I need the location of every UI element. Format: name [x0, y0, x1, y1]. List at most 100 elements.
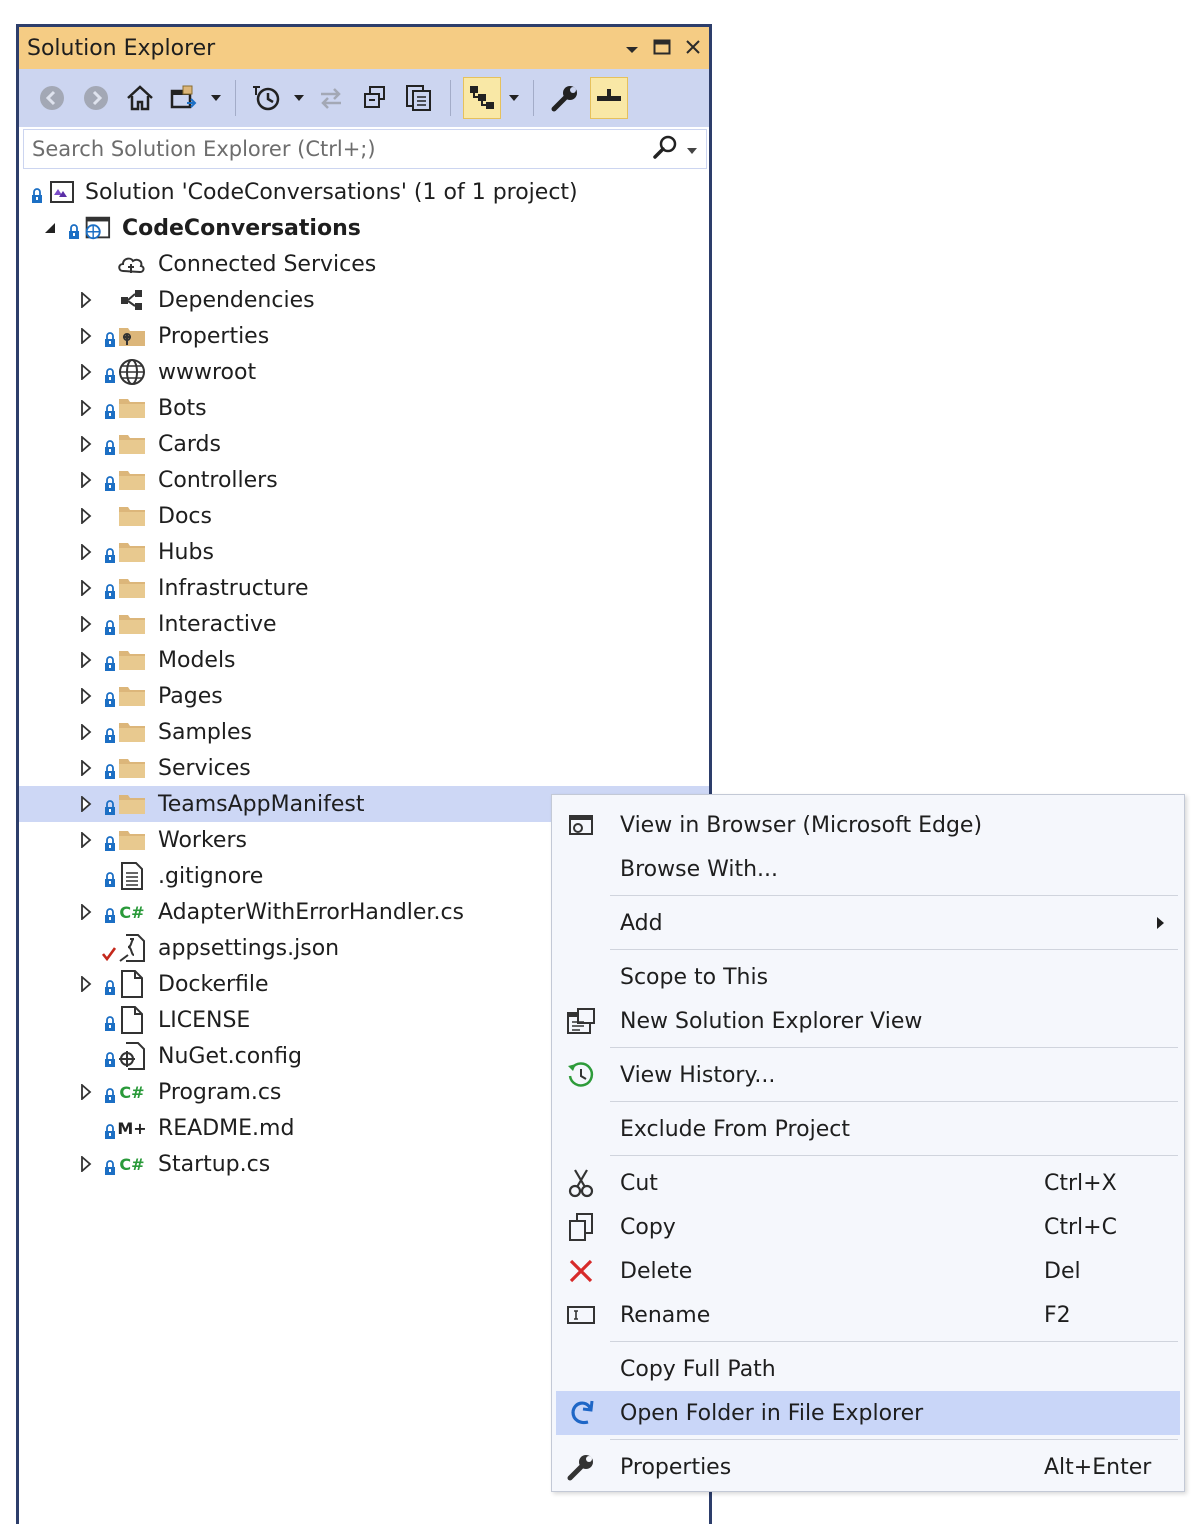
properties-button[interactable] [546, 77, 584, 119]
tree-item[interactable]: Pages [19, 678, 709, 714]
home-icon [127, 85, 153, 111]
collapse-all-button[interactable] [356, 77, 394, 119]
expand-arrow-icon[interactable] [79, 832, 93, 848]
tree-item[interactable]: Controllers [19, 462, 709, 498]
menu-item-new-solution-explorer-view[interactable]: New Solution Explorer View [556, 999, 1180, 1043]
toolbar-separator [235, 80, 236, 116]
back-button[interactable] [33, 77, 71, 119]
tree-item-label: Dependencies [158, 287, 315, 313]
menu-item-view-history[interactable]: View History... [556, 1053, 1180, 1097]
search-box[interactable] [23, 129, 707, 169]
tree-item[interactable]: C#AdapterWithErrorHandler.cs [19, 894, 709, 930]
expand-arrow-icon[interactable] [79, 1156, 93, 1172]
clock-filter-icon [253, 86, 280, 111]
menu-item-open-folder-in-file-explorer[interactable]: Open Folder in File Explorer [556, 1391, 1180, 1435]
expand-arrow-icon[interactable] [79, 436, 93, 452]
menu-item-shortcut: Ctrl+C [1044, 1214, 1117, 1240]
tree-item[interactable]: M+ README.md [19, 1110, 709, 1146]
tree-item[interactable]: C#Program.cs [19, 1074, 709, 1110]
expand-arrow-icon[interactable] [79, 976, 93, 992]
search-input[interactable] [24, 136, 634, 162]
pending-changes-filter-button[interactable] [248, 77, 286, 119]
track-active-item-button[interactable] [463, 77, 501, 119]
tree-item[interactable]: Bots [19, 390, 709, 426]
menu-item-label: Add [620, 910, 663, 936]
tree-item[interactable]: .gitignore [19, 858, 709, 894]
tree-item[interactable]: appsettings.json [19, 930, 709, 966]
tree-item[interactable]: Docs [19, 498, 709, 534]
tree-item[interactable]: CodeConversations [19, 210, 709, 246]
expand-arrow-icon[interactable] [79, 472, 93, 488]
close-icon[interactable] [685, 36, 701, 61]
tree-item[interactable]: Dependencies [19, 282, 709, 318]
expand-arrow-icon[interactable] [79, 544, 93, 560]
search-icon[interactable] [652, 133, 680, 165]
copy-icon [564, 1210, 598, 1244]
expand-arrow-icon[interactable] [79, 292, 93, 308]
menu-item-add[interactable]: Add [556, 901, 1180, 945]
menu-item-exclude-from-project[interactable]: Exclude From Project [556, 1107, 1180, 1151]
menu-item-scope-to-this[interactable]: Scope to This [556, 955, 1180, 999]
expand-arrow-icon[interactable] [79, 328, 93, 344]
expand-arrow-icon[interactable] [79, 1084, 93, 1100]
expand-arrow-icon[interactable] [79, 688, 93, 704]
tree-item[interactable]: Properties [19, 318, 709, 354]
expand-arrow-icon[interactable] [79, 904, 93, 920]
tree-item[interactable]: LICENSE [19, 1002, 709, 1038]
tree-item[interactable]: Hubs [19, 534, 709, 570]
tree-item[interactable]: wwwroot [19, 354, 709, 390]
expand-arrow-icon[interactable] [79, 400, 93, 416]
home-button[interactable] [121, 77, 159, 119]
sync-with-active-document-button[interactable] [312, 77, 350, 119]
expand-arrow-icon[interactable] [79, 616, 93, 632]
tree-item[interactable]: NuGet.config [19, 1038, 709, 1074]
tree-item[interactable]: Services [19, 750, 709, 786]
expand-arrow-icon[interactable] [79, 724, 93, 740]
source-control-lock-icon [104, 545, 116, 563]
tree-item[interactable]: Connected Services [19, 246, 709, 282]
tree-item[interactable]: Workers [19, 822, 709, 858]
expand-arrow-icon[interactable] [79, 652, 93, 668]
preview-selected-items-button[interactable] [590, 77, 628, 119]
maximize-icon[interactable] [653, 36, 671, 61]
browser-icon [564, 808, 598, 842]
tree-item[interactable]: Models [19, 642, 709, 678]
expand-arrow-icon[interactable] [79, 580, 93, 596]
tree-item[interactable]: Samples [19, 714, 709, 750]
expand-arrow-icon[interactable] [79, 508, 93, 524]
show-all-files-button[interactable] [400, 77, 438, 119]
menu-item-browse-with[interactable]: Browse With... [556, 847, 1180, 891]
menu-separator [610, 1341, 1178, 1342]
switch-views-dropdown[interactable] [209, 77, 223, 119]
switch-views-button[interactable] [165, 77, 203, 119]
menu-item-copy-full-path[interactable]: Copy Full Path [556, 1347, 1180, 1391]
tree-item-label: Controllers [158, 467, 278, 493]
markdown-file-icon: M+ [117, 1114, 147, 1142]
tree-item-label: README.md [158, 1115, 295, 1141]
tree-item[interactable]: Solution 'CodeConversations' (1 of 1 pro… [19, 174, 709, 210]
wrench-icon [564, 1450, 598, 1484]
search-options-dropdown-icon[interactable] [686, 140, 698, 159]
collapse-arrow-icon[interactable] [43, 220, 57, 236]
forward-button[interactable] [77, 77, 115, 119]
tree-item[interactable]: Infrastructure [19, 570, 709, 606]
filter-dropdown[interactable] [292, 77, 306, 119]
file-icon [117, 1006, 147, 1034]
expand-arrow-icon[interactable] [79, 760, 93, 776]
menu-item-label: View History... [620, 1062, 776, 1088]
expand-arrow-icon[interactable] [79, 364, 93, 380]
view-dropdown[interactable] [507, 77, 521, 119]
tree-item[interactable]: Interactive [19, 606, 709, 642]
expand-arrow-icon[interactable] [79, 796, 93, 812]
file-icon [117, 970, 147, 998]
tree-item[interactable]: Dockerfile [19, 966, 709, 1002]
tree-item[interactable]: Cards [19, 426, 709, 462]
menu-item-view-in-browser-microsoft-edge[interactable]: View in Browser (Microsoft Edge) [556, 803, 1180, 847]
tree-item[interactable]: C#Startup.cs [19, 1146, 709, 1182]
window-position-dropdown-icon[interactable] [625, 36, 639, 61]
